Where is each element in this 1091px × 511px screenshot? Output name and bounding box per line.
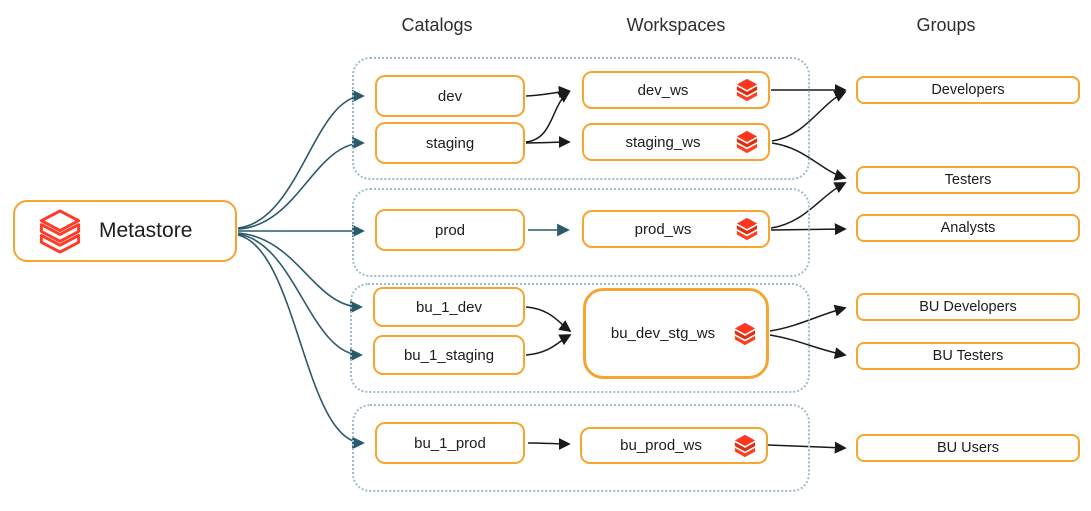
node-label: staging_ws xyxy=(625,133,701,151)
node-label: BU Testers xyxy=(932,348,1004,364)
edge-metastore-staging xyxy=(237,136,365,230)
node-catalog-dev: dev xyxy=(375,75,525,117)
node-label: Metastore xyxy=(99,219,193,242)
node-label: Developers xyxy=(931,82,1005,98)
node-label: bu_dev_stg_ws xyxy=(610,325,716,342)
node-label: Analysts xyxy=(940,220,996,236)
env-container-prod xyxy=(352,188,810,277)
node-label: dev xyxy=(437,87,463,105)
databricks-outline-icon xyxy=(37,208,83,255)
edge-metastore-dev xyxy=(237,89,365,229)
node-group-bu-testers: BU Testers xyxy=(856,342,1080,370)
node-label: Testers xyxy=(944,172,992,188)
node-label: BU Users xyxy=(936,440,1000,456)
node-workspace-bu-dev-stg-ws: bu_dev_stg_ws xyxy=(583,288,769,379)
node-label: bu_1_dev xyxy=(416,298,482,316)
node-label: bu_1_prod xyxy=(414,434,486,452)
node-catalog-bu-1-staging: bu_1_staging xyxy=(373,335,525,375)
node-catalog-staging: staging xyxy=(375,122,525,164)
node-workspace-bu-prod-ws: bu_prod_ws xyxy=(580,427,768,464)
node-workspace-prod-ws: prod_ws xyxy=(582,210,770,248)
env-container-bu-prod xyxy=(352,404,810,492)
databricks-solid-icon xyxy=(733,434,757,458)
node-group-testers: Testers xyxy=(856,166,1080,194)
node-label: prod_ws xyxy=(634,220,692,238)
node-group-bu-users: BU Users xyxy=(856,434,1080,462)
env-container-dev-staging xyxy=(352,57,810,180)
env-container-bu-dev-staging xyxy=(350,283,810,393)
node-label: prod xyxy=(434,221,466,239)
node-group-developers: Developers xyxy=(856,76,1080,104)
edge-metastore-bu-1-staging xyxy=(237,233,363,362)
column-header-catalogs: Catalogs xyxy=(401,15,473,35)
node-label: bu_prod_ws xyxy=(620,437,702,454)
node-group-bu-developers: BU Developers xyxy=(856,293,1080,321)
node-catalog-prod: prod xyxy=(375,209,525,251)
column-header-groups: Groups xyxy=(916,15,976,35)
node-label: bu_1_staging xyxy=(403,346,495,364)
node-workspace-staging-ws: staging_ws xyxy=(582,123,770,161)
databricks-solid-icon xyxy=(735,217,759,241)
edge-metastore-bu-1-prod xyxy=(237,234,365,450)
node-catalog-bu-1-dev: bu_1_dev xyxy=(373,287,525,327)
databricks-solid-icon xyxy=(735,130,759,154)
edge-metastore-bu-1-dev xyxy=(237,232,363,314)
node-group-analysts: Analysts xyxy=(856,214,1080,242)
node-catalog-bu-1-prod: bu_1_prod xyxy=(375,422,525,464)
node-label: staging xyxy=(425,134,475,152)
node-metastore: Metastore xyxy=(13,200,237,262)
column-header-workspaces: Workspaces xyxy=(626,15,726,35)
databricks-solid-icon xyxy=(735,78,759,102)
databricks-solid-icon xyxy=(733,322,757,346)
node-workspace-dev-ws: dev_ws xyxy=(582,71,770,109)
node-label: BU Developers xyxy=(919,299,1017,315)
node-label: dev_ws xyxy=(637,81,689,99)
